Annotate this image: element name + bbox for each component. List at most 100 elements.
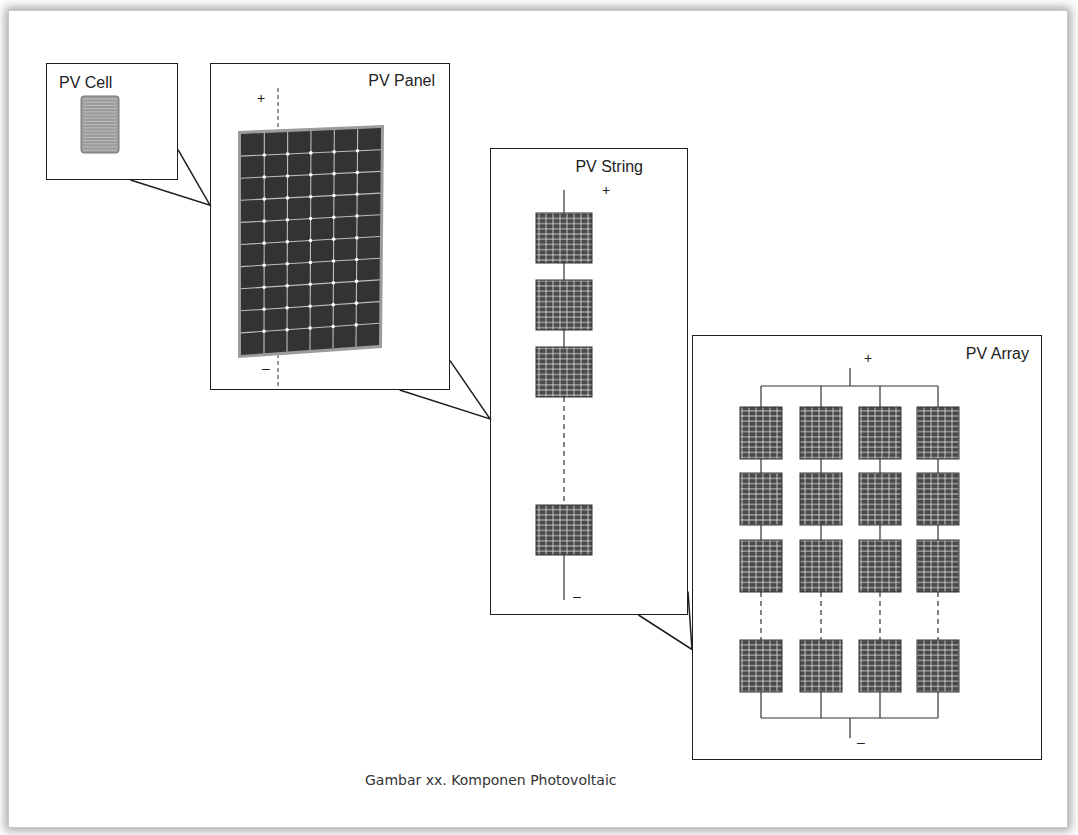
panel-grid-dot [285, 284, 289, 288]
pv-module [800, 640, 842, 692]
panel-grid-dot [286, 174, 290, 178]
cell-finger [83, 111, 117, 112]
panel-grid-line [241, 258, 380, 266]
cell-finger [83, 140, 117, 141]
panel-grid-dot [356, 171, 360, 175]
cell-finger [83, 102, 117, 103]
box-title: PV Cell [59, 74, 112, 92]
panel-grid-dot [262, 307, 266, 311]
panel-grid-dot [355, 214, 359, 218]
panel-grid-dot [332, 281, 336, 285]
callout-tail [400, 361, 490, 419]
panel-grid-dot [309, 261, 313, 265]
box-title: PV Array [966, 345, 1029, 363]
callout-box: PV Cell [46, 63, 178, 180]
pv-module [740, 473, 782, 525]
panel-grid-dot [355, 280, 359, 284]
array-wire [820, 692, 821, 718]
pv-module [859, 640, 901, 692]
polarity-sign: – [262, 360, 270, 376]
panel-grid-dot [262, 175, 266, 179]
cell-finger [83, 121, 117, 122]
array-wire [937, 592, 938, 640]
box-title: PV String [575, 158, 643, 176]
pv-module [917, 540, 959, 592]
cell-finger [83, 115, 117, 116]
panel-grid-line [286, 132, 288, 352]
panel-grid-dot [308, 326, 312, 330]
pv-string-picture [536, 190, 592, 600]
panel-grid-line [241, 280, 380, 289]
array-wire [937, 525, 938, 540]
cell-finger [83, 143, 117, 144]
panel-grid-dot [332, 259, 336, 263]
panel-grid-dot [309, 173, 313, 177]
pv-module [740, 640, 782, 692]
panel-grid-dot [262, 241, 266, 245]
polarity-sign: + [864, 350, 872, 366]
panel-grid-dot [262, 263, 266, 267]
array-wire [760, 459, 761, 473]
panel-grid-dot [332, 172, 336, 176]
panel-grid-dot [262, 330, 266, 334]
array-wire [760, 525, 761, 540]
panel-grid-dot [331, 303, 335, 307]
pv-module [917, 473, 959, 525]
polarity-sign: + [602, 182, 610, 198]
polarity-sign: – [573, 588, 581, 604]
array-wire [937, 386, 938, 407]
panel-grid-dot [309, 283, 313, 287]
panel-grid-dot [332, 237, 336, 241]
panel-grid-line [356, 129, 358, 347]
pv-module [740, 540, 782, 592]
panel-grid-dot [355, 236, 359, 240]
array-wire [820, 525, 821, 540]
panel-grid-dot [286, 196, 290, 200]
panel-grid-dot [285, 262, 289, 266]
array-wire [820, 459, 821, 473]
pv-array-picture [740, 368, 959, 738]
pv-module [917, 640, 959, 692]
pv-module [859, 407, 901, 459]
cell-finger [83, 108, 117, 109]
panel-grid-dot [331, 325, 335, 329]
panel-grid-dot [355, 258, 359, 262]
pv-module [859, 540, 901, 592]
pv-module [740, 407, 782, 459]
polarity-sign: + [257, 90, 265, 106]
cell-finger [83, 99, 117, 100]
array-wire [820, 592, 821, 640]
panel-grid-dot [332, 216, 336, 220]
picture-frame [8, 10, 1068, 828]
array-wire [820, 386, 821, 407]
panel-grid-line [241, 237, 380, 245]
panel-grid-line [241, 150, 381, 156]
panel-grid-dot [356, 149, 360, 153]
cell-finger [83, 105, 117, 106]
pv-module [859, 473, 901, 525]
array-wire [760, 692, 761, 718]
panel-grid-dot [355, 193, 359, 197]
panel-grid-line [241, 171, 381, 178]
pv-module [800, 540, 842, 592]
panel-grid-dot [262, 197, 266, 201]
array-wire [879, 459, 880, 473]
cell-finger [83, 118, 117, 119]
panel-grid-dot [262, 285, 266, 289]
pv-panel-picture [238, 88, 384, 386]
cell-finger [83, 131, 117, 132]
array-wire [937, 459, 938, 473]
panel-grid-dot [309, 151, 313, 155]
panel-grid-dot [262, 219, 266, 223]
callout-tail [130, 150, 210, 206]
panel-grid-line [241, 215, 380, 223]
panel-grid-dot [286, 152, 290, 156]
array-wire [879, 692, 880, 718]
figure-caption: Gambar xx. Komponen Photovoltaic [365, 772, 617, 788]
panel-grid-dot [354, 323, 358, 327]
panel-grid-dot [309, 239, 313, 243]
panel-grid-dot [285, 306, 289, 310]
panel-grid-line [241, 323, 379, 333]
cell-finger [83, 137, 117, 138]
